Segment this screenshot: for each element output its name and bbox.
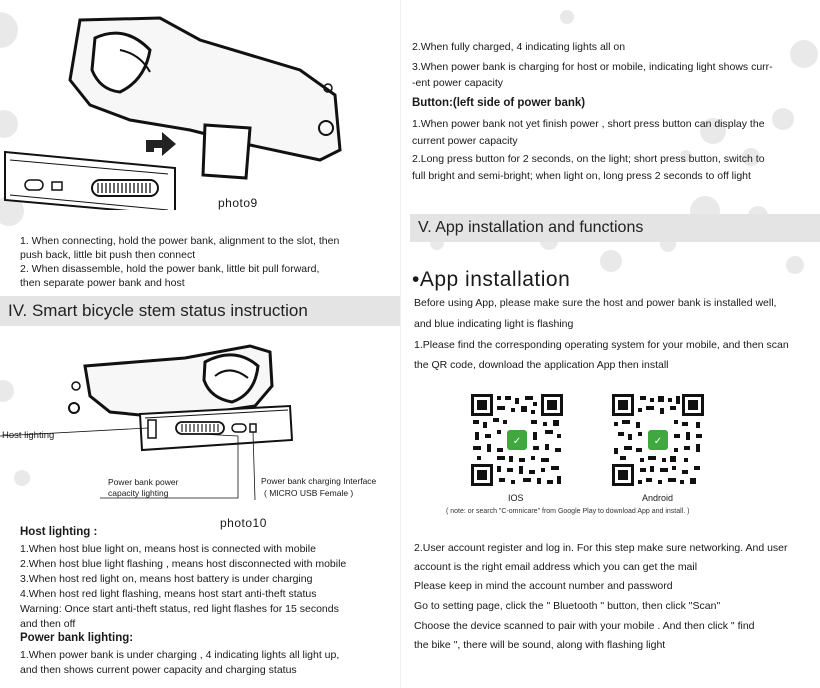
- button-item: 2.Long press button for 2 seconds, on th…: [412, 153, 765, 165]
- decor-dot: [600, 250, 622, 272]
- decor-dot: [14, 470, 30, 486]
- app-intro-line: and blue indicating light is flashing: [414, 318, 574, 330]
- decor-dot: [700, 118, 726, 144]
- connect-step-line: then separate power bank and host: [20, 277, 185, 289]
- power-bank-lighting-item: 1.When power bank is under charging , 4 …: [20, 649, 340, 661]
- decor-dot: [560, 10, 574, 24]
- page-gutter: [400, 0, 401, 688]
- power-bank-capacity-label: capacity lighting: [108, 488, 169, 498]
- qr-note: ( note: or search "C-omnicare" from Goog…: [446, 508, 690, 515]
- section-v-heading: V. App installation and functions: [410, 214, 820, 242]
- app-intro-line: Before using App, please make sure the h…: [414, 297, 777, 309]
- host-lighting-item: 4.When host red light flashing, means ho…: [20, 588, 317, 600]
- power-bank-lighting-item: -ent power capacity: [412, 77, 504, 89]
- connect-step-line: 2. When disassemble, hold the power bank…: [20, 263, 320, 275]
- svg-text:✓: ✓: [513, 436, 521, 447]
- app-installation-title: •App installation: [412, 268, 571, 291]
- app-step2-line: the bike ", there will be sound, along w…: [414, 639, 666, 651]
- host-lighting-item: 3.When host red light on, means host bat…: [20, 573, 313, 585]
- host-lighting-title: Host lighting :: [20, 526, 98, 538]
- android-qr-code[interactable]: ✓: [612, 394, 704, 486]
- app-step1-line: the QR code, download the application Ap…: [414, 359, 669, 371]
- decor-dot: [0, 12, 18, 48]
- section-iv-heading: IV. Smart bicycle stem status instructio…: [0, 296, 400, 326]
- app-step1-line: 1.Please find the corresponding operatin…: [414, 339, 789, 351]
- android-label: Android: [642, 493, 674, 503]
- button-item: current power capacity: [412, 135, 518, 147]
- decor-dot: [680, 150, 692, 162]
- app-step2-line: Please keep in mind the account number a…: [414, 580, 673, 592]
- app-step2-line: Go to setting page, click the " Bluetoot…: [414, 600, 721, 612]
- power-bank-lighting-title: Power bank lighting:: [20, 632, 134, 644]
- host-lighting-label: Host lighting: [2, 430, 55, 441]
- host-lighting-item: 2.When host blue light flashing , means …: [20, 558, 347, 570]
- power-bank-capacity-label: Power bank power: [108, 477, 179, 487]
- host-lighting-item: and then off: [20, 618, 76, 630]
- button-item: 1.When power bank not yet finish power ,…: [412, 118, 765, 130]
- decor-dot: [0, 380, 14, 402]
- host-lighting-item: Warning: Once start anti-theft status, r…: [20, 603, 339, 615]
- charging-interface-label: ( MICRO USB Female ): [264, 488, 354, 498]
- button-item: full bright and semi-bright; when light …: [412, 170, 751, 182]
- app-step2-line: Choose the device scanned to pair with y…: [414, 620, 755, 632]
- connect-step-line: push back, little bit push then connect: [20, 249, 196, 261]
- ios-qr-code[interactable]: ✓: [471, 394, 563, 486]
- charging-interface-label: Power bank charging Interface: [261, 476, 377, 486]
- app-step2-line: 2.User account register and log in. For …: [414, 542, 788, 554]
- connect-step-line: 1. When connecting, hold the power bank,…: [20, 235, 340, 247]
- photo9-caption: photo9: [218, 196, 258, 210]
- host-lighting-item: 1.When host blue light on, means host is…: [20, 543, 316, 555]
- photo10-illustration: [0, 344, 294, 501]
- power-bank-lighting-item: and then shows current power capacity an…: [20, 664, 297, 676]
- button-title: Button:(left side of power bank): [412, 97, 586, 109]
- decor-dot: [0, 110, 18, 138]
- decor-dot: [790, 40, 818, 68]
- photo10-caption: photo10: [220, 516, 267, 530]
- power-bank-lighting-item: 2.When fully charged, 4 indicating light…: [412, 41, 626, 53]
- power-bank-lighting-item: 3.When power bank is charging for host o…: [412, 61, 773, 73]
- decor-dot: [786, 256, 804, 274]
- app-step2-line: account is the right email address which…: [414, 561, 698, 573]
- svg-text:✓: ✓: [654, 436, 662, 447]
- photo9-illustration: [4, 16, 342, 210]
- decor-dot: [742, 148, 760, 166]
- decor-dot: [772, 108, 794, 130]
- ios-label: IOS: [508, 493, 524, 503]
